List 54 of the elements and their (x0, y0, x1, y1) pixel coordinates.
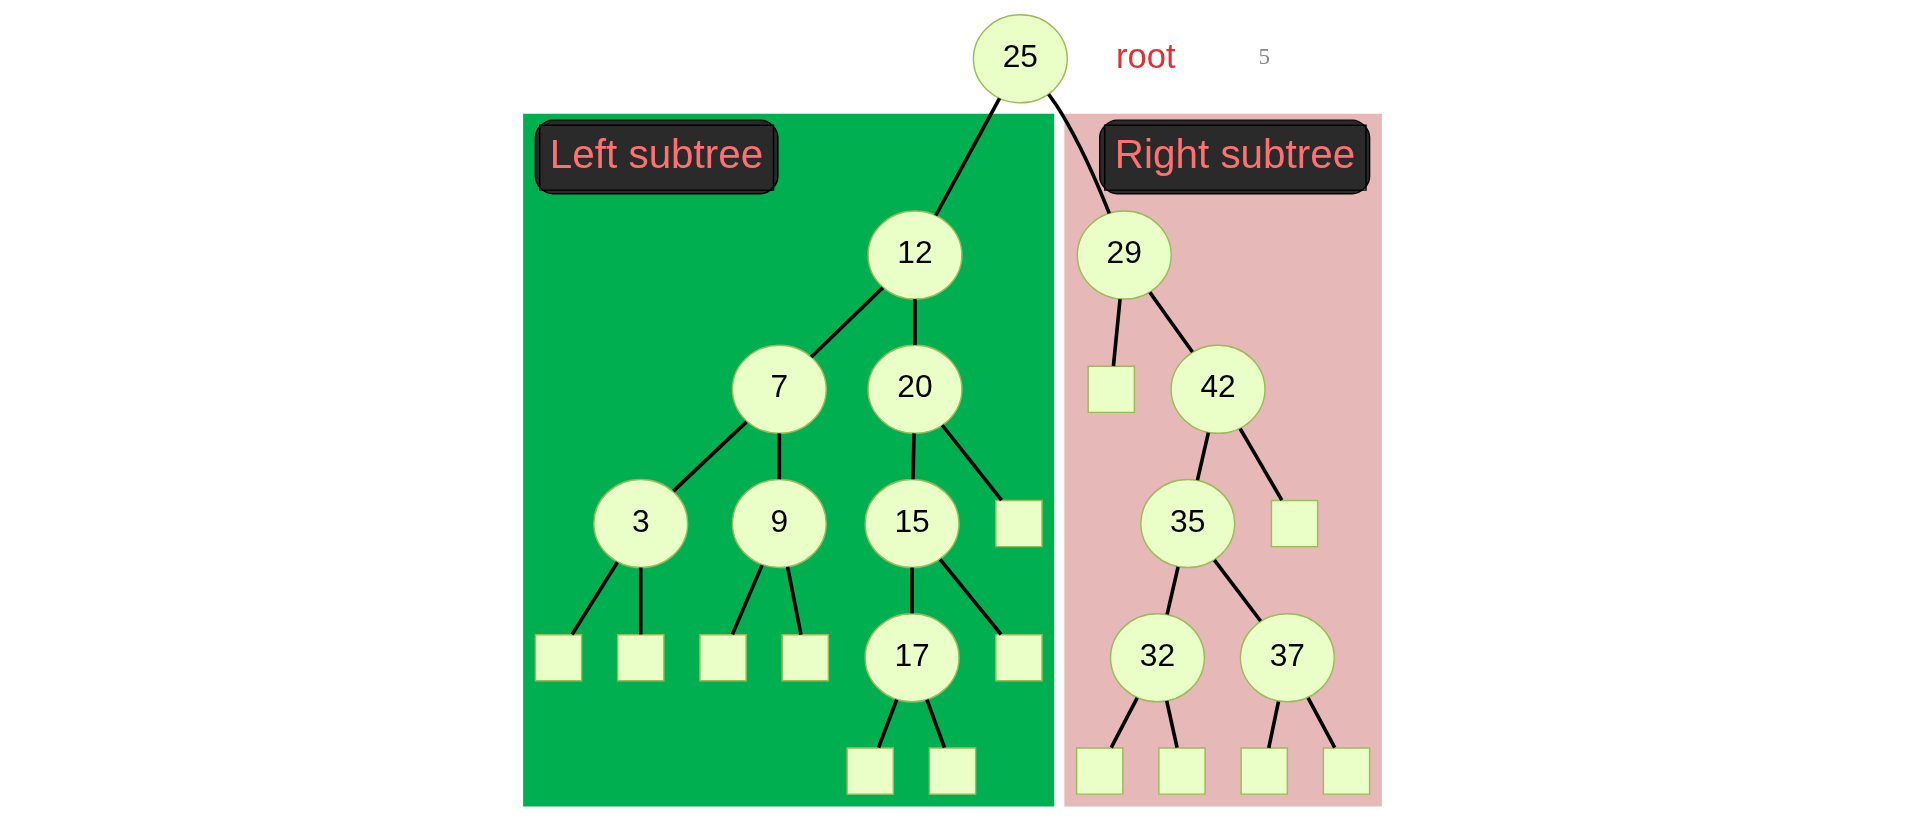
connector (925, 698, 947, 748)
connector (910, 567, 914, 613)
node-circle: 35 (1140, 478, 1236, 568)
node-box (1270, 499, 1319, 547)
connector (1165, 565, 1180, 615)
connector (1148, 290, 1194, 353)
node-box (995, 633, 1043, 682)
connector (876, 698, 899, 748)
node-box (846, 746, 895, 795)
node-box (995, 499, 1043, 547)
node-circle: 15 (864, 478, 960, 568)
connector (1306, 696, 1337, 748)
node-circle: 32 (1109, 612, 1206, 702)
node-box (928, 746, 977, 795)
connector (934, 97, 1002, 216)
node-circle: 12 (867, 209, 963, 300)
connector (1195, 431, 1211, 480)
node-box (699, 633, 747, 682)
node-box (616, 633, 665, 682)
node-circle: 42 (1170, 344, 1266, 434)
node-box (1240, 746, 1289, 795)
connector (1267, 700, 1281, 748)
connector (1213, 558, 1262, 622)
connector (570, 560, 619, 635)
node-box (534, 633, 583, 682)
connector (1111, 298, 1122, 366)
node-circle: 17 (864, 612, 960, 702)
connector (938, 557, 1003, 636)
connector (638, 567, 643, 634)
node-circle: 9 (731, 478, 827, 568)
label: 5 (1258, 42, 1271, 69)
node-box (1087, 365, 1136, 413)
connector (1164, 700, 1179, 748)
node-box (1322, 746, 1371, 795)
node-circle: 20 (867, 344, 963, 434)
node-box (781, 633, 830, 682)
node-circle: 37 (1239, 612, 1335, 702)
node-box (1158, 746, 1206, 795)
node-circle: 3 (593, 478, 689, 568)
connector (1238, 427, 1284, 501)
node-label: root (1116, 36, 1176, 75)
node-circle: 25 (972, 13, 1068, 104)
connector (1109, 696, 1139, 748)
node-circle: 7 (731, 344, 827, 434)
connector (785, 566, 803, 635)
connector (672, 420, 748, 492)
connector (730, 563, 764, 635)
node-circle: 29 (1076, 209, 1172, 300)
connector (940, 423, 1003, 501)
connector (911, 432, 916, 479)
connector (809, 285, 885, 358)
node-box (1075, 746, 1124, 795)
connector (913, 298, 917, 345)
connector (777, 432, 782, 479)
